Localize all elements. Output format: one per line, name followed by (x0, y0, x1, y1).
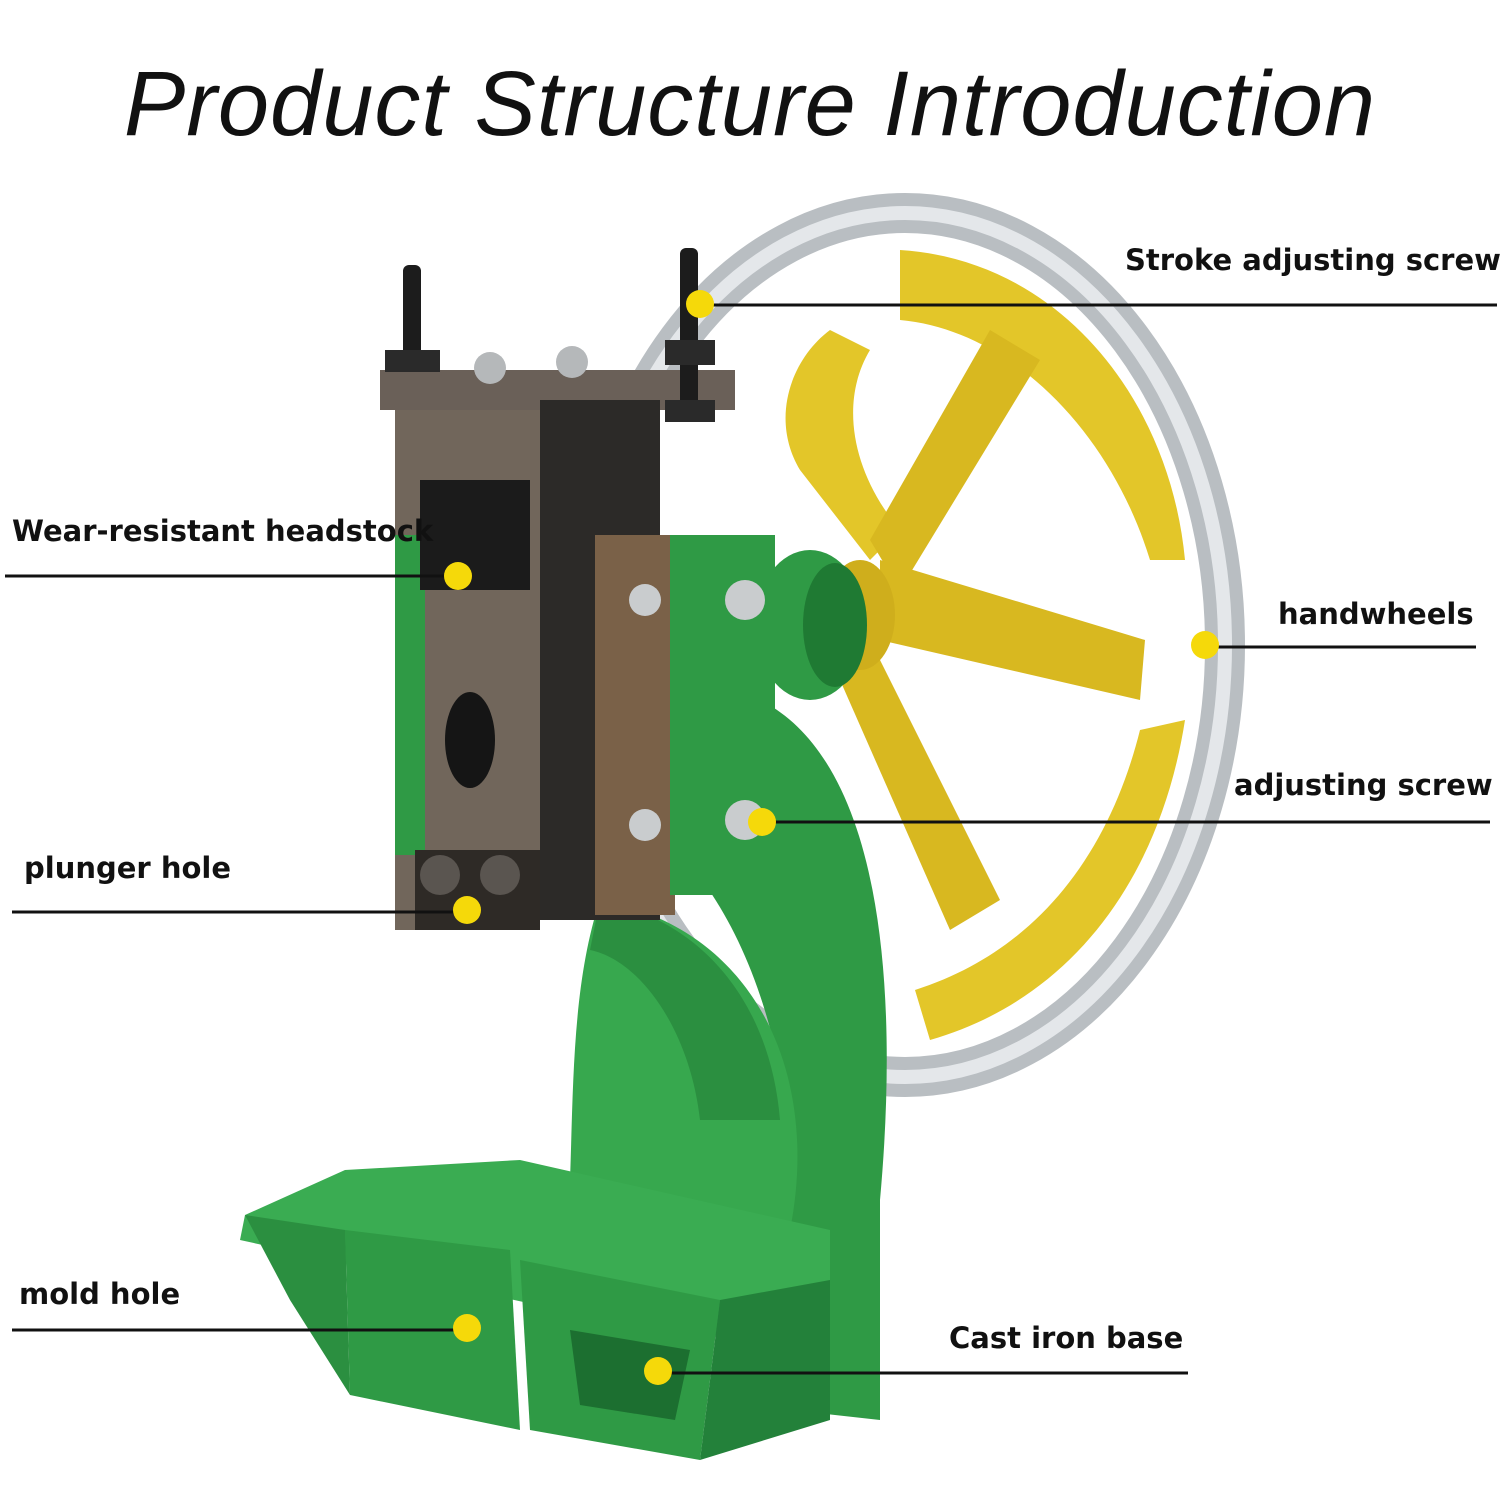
label-mold-hole: mold hole (19, 1277, 181, 1311)
label-stroke-adjusting-screw: Stroke adjusting screw (1125, 243, 1500, 277)
label-wear-resistant-headstock: Wear-resistant headstock (12, 514, 434, 548)
callout-dot-icon (444, 562, 472, 590)
callout-dot-icon (1191, 631, 1219, 659)
label-adjusting-screw: adjusting screw (1234, 768, 1493, 802)
callout-dot-icon (453, 1314, 481, 1342)
callout-dots (444, 290, 1219, 1385)
label-cast-iron-base: Cast iron base (949, 1321, 1184, 1355)
leader-lines (5, 303, 1497, 1375)
label-handwheels: handwheels (1278, 597, 1474, 631)
callout-dot-icon (644, 1357, 672, 1385)
page-title: Product Structure Introduction (123, 53, 1377, 155)
handwheel (565, 193, 1245, 1097)
callout-dot-icon (453, 896, 481, 924)
callout-dot-icon (748, 808, 776, 836)
headstock (380, 248, 775, 930)
callout-dot-icon (686, 290, 714, 318)
label-plunger-hole: plunger hole (24, 851, 231, 885)
